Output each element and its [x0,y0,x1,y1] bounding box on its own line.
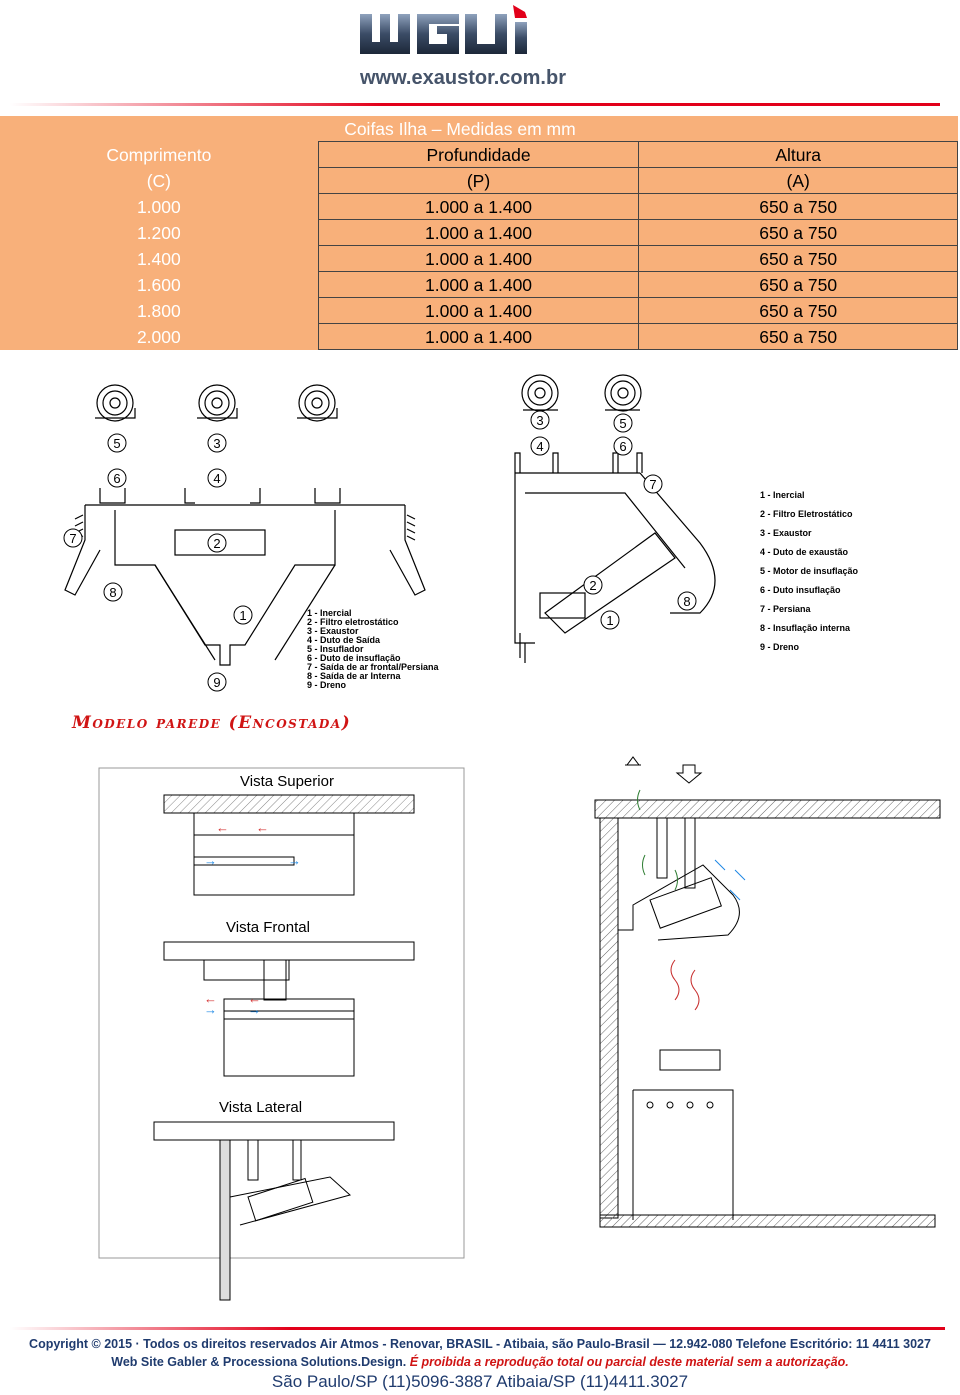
svg-text:5 - Motor de insuflação: 5 - Motor de insuflação [760,566,859,576]
section-title: Modelo parede (Encostada) [72,713,352,733]
table-row: 1.600 1.000 a 1.400 650 a 750 [0,271,958,298]
arrow-up-icon [625,756,641,766]
svg-text:9 - Dreno: 9 - Dreno [307,680,347,690]
table-row: 1.000 1.000 a 1.400 650 a 750 [0,193,958,220]
callout-label: 6 [113,471,120,486]
header-comprimento: Comprimento [0,141,319,168]
view-label: Vista Frontal [226,919,310,936]
callout-label: 2 [589,578,596,593]
fan-icon [297,384,338,422]
fan-icon [604,374,642,412]
svg-text:1 - Inercial: 1 - Inercial [307,608,352,618]
callout-label: 8 [683,594,690,609]
legend-left: 1 - Inercial 2 - Filtro eletrostático 3 … [307,608,440,690]
view-label: Vista Lateral [219,1099,302,1116]
callout-label: 5 [619,416,626,431]
svg-text:7 - Persiana: 7 - Persiana [760,604,812,614]
fan-icon [197,384,238,422]
callout-label: 2 [213,536,220,551]
svg-text:9 - Dreno: 9 - Dreno [760,642,800,652]
callout-label: 1 [239,608,246,623]
table-row: 2.000 1.000 a 1.400 650 a 750 [0,323,958,350]
svg-text:←: ← [248,991,261,1006]
callout-label: 9 [213,675,220,690]
header-comprimento-unit: (C) [0,167,319,194]
table-row: 1.800 1.000 a 1.400 650 a 750 [0,297,958,324]
svg-text:7 - Saída de ar frontal/Persia: 7 - Saída de ar frontal/Persiana [307,662,440,672]
svg-text:5 - Insuflador: 5 - Insuflador [307,644,364,654]
svg-text:→: → [204,1002,217,1017]
view-label: Vista Superior [240,773,334,790]
table-row: 1.200 1.000 a 1.400 650 a 750 [0,219,958,246]
svg-text:2 - Filtro eletrostático: 2 - Filtro eletrostático [307,617,399,627]
footer-divider [10,1327,945,1330]
header-altura-unit: (A) [638,167,958,194]
arrow-down-icon [675,764,703,784]
brand-logo [355,2,565,92]
table-title-row: Coifas Ilha – Medidas em mm [0,116,958,142]
callout-label: 7 [649,477,656,492]
island-hood-diagram: 5 3 6 4 7 2 8 1 9 1 - Inercial 2 - Filtr… [63,384,440,692]
callout-label: 6 [619,439,626,454]
svg-text:8 - Saída de ar Interna: 8 - Saída de ar Interna [307,671,402,681]
svg-text:1 - Inercial: 1 - Inercial [760,490,805,500]
svg-text:→: → [204,853,217,868]
svg-text:6 - Duto insuflação: 6 - Duto insuflação [760,585,841,595]
dimensions-table: Coifas Ilha – Medidas em mm Comprimento … [0,116,958,350]
fan-icon [95,384,136,422]
callout-label: 7 [69,531,76,546]
views-panel: Vista Superior Vista Frontal Vista Later… [98,767,465,1301]
svg-text:4 - Duto de exaustão: 4 - Duto de exaustão [760,547,849,557]
svg-text:←: ← [204,991,217,1006]
svg-text:←: ← [216,820,229,835]
callout-label: 8 [109,585,116,600]
svg-text:→: → [248,1002,261,1017]
header-divider [10,103,940,106]
kitchen-scene [594,756,941,1228]
brand-url[interactable]: www.exaustor.com.br [360,67,566,89]
header-profundidade: Profundidade [317,141,640,168]
svg-text:4 - Duto de Saída: 4 - Duto de Saída [307,635,381,645]
footer-phones: São Paulo/SP (11)5096-3887 Atibaia/SP (1… [271,1372,689,1391]
table-row: 1.400 1.000 a 1.400 650 a 750 [0,245,958,272]
svg-text:8 - Insuflação interna: 8 - Insuflação interna [760,623,851,633]
callout-label: 5 [113,436,120,451]
svg-text:3 - Exaustor: 3 - Exaustor [760,528,812,538]
fan-icon [521,374,559,412]
wall-hood-diagram: 3 5 4 6 7 2 1 8 1 - Inercial 2 - Filtro … [514,374,859,663]
callout-label: 3 [536,413,543,428]
legend-right: 1 - Inercial 2 - Filtro Eletrostático 3 … [760,490,859,652]
callout-label: 3 [213,436,220,451]
svg-text:3 - Exaustor: 3 - Exaustor [307,626,359,636]
table-header-row: Comprimento Profundidade Altura [0,141,958,168]
callout-label: 4 [536,439,543,454]
table-title: Coifas Ilha – Medidas em mm [318,116,958,142]
svg-text:→: → [288,853,301,868]
svg-text:6 - Duto de insuflação: 6 - Duto de insuflação [307,653,401,663]
header-altura: Altura [638,141,958,168]
callout-label: 1 [606,613,613,628]
header-profundidade-unit: (P) [317,167,640,194]
footer-credits: Web Site Gabler & Processiona Solutions.… [111,1355,849,1369]
svg-text:2 - Filtro Eletrostático: 2 - Filtro Eletrostático [760,509,853,519]
table-header-units-row: (C) (P) (A) [0,167,958,194]
callout-label: 4 [213,471,220,486]
svg-text:←: ← [256,820,269,835]
footer-copyright: Copyright © 2015 · Todos os direitos res… [29,1337,931,1351]
